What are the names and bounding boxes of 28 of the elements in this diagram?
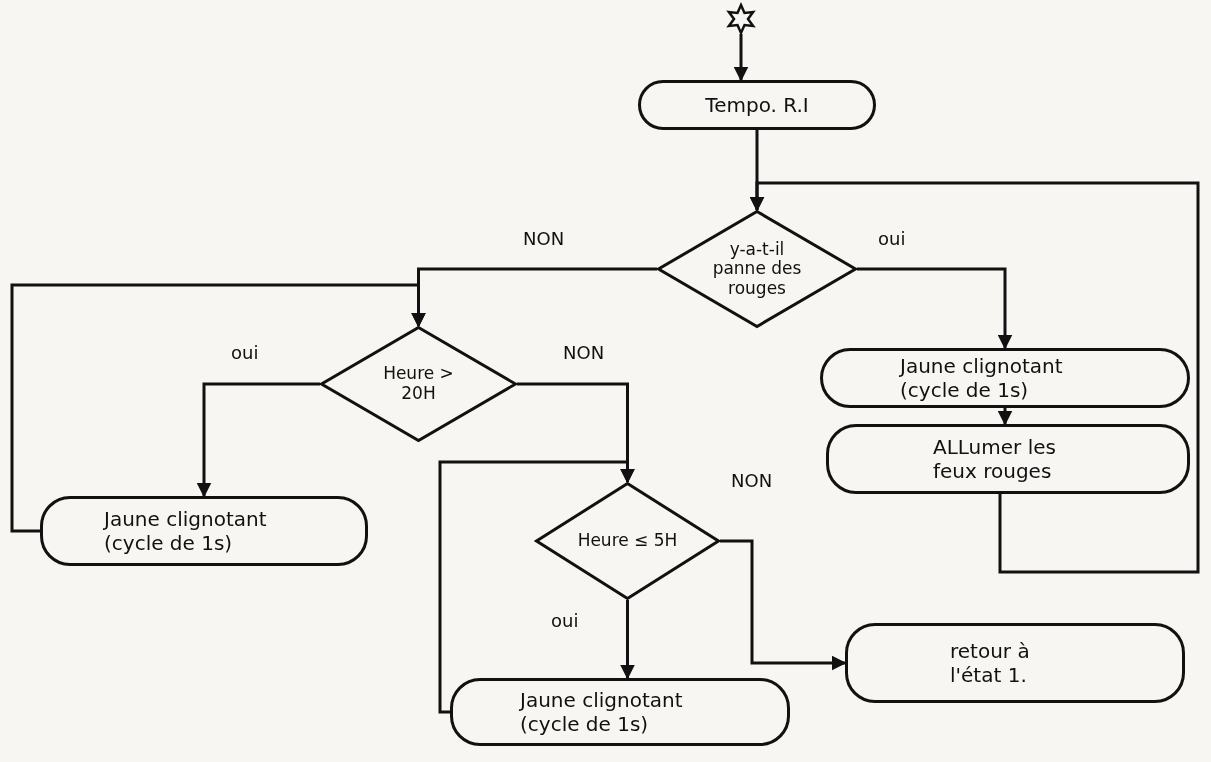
- arrow: [997, 408, 1013, 426]
- node-text: Jaune clignotant (cycle de 1s): [104, 507, 268, 555]
- node-text: y-a-t-il panne des rouges: [711, 239, 803, 299]
- process-box: [820, 348, 1190, 408]
- process-box: [638, 80, 876, 130]
- process-box: [826, 424, 1190, 494]
- arrow: [749, 181, 1200, 574]
- node-text: Heure ≤ 5H: [577, 531, 678, 551]
- arrow: [720, 539, 847, 671]
- arrow: [196, 382, 320, 498]
- process-box: [845, 623, 1185, 703]
- node-text: Jaune clignotant (cycle de 1s): [900, 354, 1064, 402]
- node-text: Heure > 20H: [382, 364, 455, 404]
- node-text: retour à l'état 1.: [950, 639, 1031, 687]
- start-star: [726, 4, 756, 34]
- node-text: ALLumer les feux rouges: [933, 435, 1057, 483]
- arrow: [620, 600, 635, 680]
- arrow: [733, 34, 749, 82]
- node-text: Jaune clignotant (cycle de 1s): [520, 688, 684, 736]
- node-text: Tempo. R.I: [705, 93, 809, 117]
- decision-diamond: [657, 210, 857, 328]
- arrow: [438, 460, 635, 714]
- process-box: [40, 496, 368, 566]
- arrow: [10, 283, 426, 533]
- arrow: [857, 267, 1013, 350]
- process-box: [450, 678, 790, 746]
- decision-diamond: [320, 326, 517, 442]
- decision-diamond: [535, 482, 720, 600]
